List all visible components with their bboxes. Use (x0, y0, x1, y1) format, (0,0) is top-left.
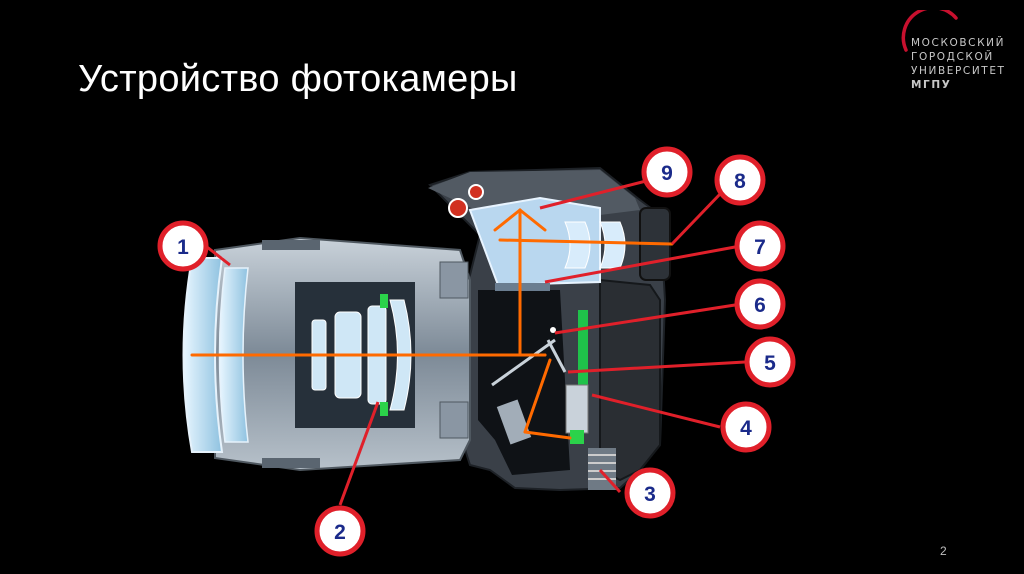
logo-line: МОСКОВСКИЙ (911, 37, 1006, 49)
callout-leaders (206, 178, 746, 506)
callout-label: 9 (661, 162, 673, 185)
university-logo: МОСКОВСКИЙ ГОРОДСКОЙ УНИВЕРСИТЕТ МГПУ (898, 5, 1018, 105)
aperture-mark (380, 294, 388, 308)
callout-label: 3 (644, 483, 656, 506)
callout-label: 5 (764, 352, 776, 375)
logo-line: МГПУ (911, 79, 952, 91)
reflex-mirror (491, 327, 567, 387)
callout-label: 7 (754, 236, 766, 259)
slide-title: Устройство фотокамеры (78, 58, 518, 100)
callout-2: 2 (314, 505, 366, 557)
shutter (565, 384, 589, 434)
page-number: 2 (940, 544, 947, 558)
light-rays (190, 208, 674, 440)
callout-label: 1 (177, 236, 189, 259)
callout-1: 1 (157, 220, 209, 272)
callout-label: 2 (334, 521, 346, 544)
autofocus-module (496, 399, 532, 445)
callout-5: 5 (744, 336, 796, 388)
logo-line: ГОРОДСКОЙ (911, 51, 994, 63)
callout-7: 7 (734, 220, 786, 272)
callout-8: 8 (714, 154, 766, 206)
callout-label: 6 (754, 294, 766, 317)
logo-arc-icon (901, 5, 958, 52)
pentaprism (468, 196, 626, 291)
callout-4: 4 (720, 401, 772, 453)
callout-label: 8 (734, 170, 746, 193)
control-dial-icon (468, 184, 484, 200)
callout-3: 3 (624, 467, 676, 519)
image-sensor (578, 310, 588, 400)
callout-6: 6 (734, 278, 786, 330)
callout-label: 4 (740, 417, 752, 440)
logo-line: УНИВЕРСИТЕТ (911, 65, 1006, 77)
callout-9: 9 (641, 146, 693, 198)
shutter-button-icon (448, 198, 468, 218)
logo-text: МОСКОВСКИЙ ГОРОДСКОЙ УНИВЕРСИТЕТ МГПУ (911, 36, 1006, 92)
